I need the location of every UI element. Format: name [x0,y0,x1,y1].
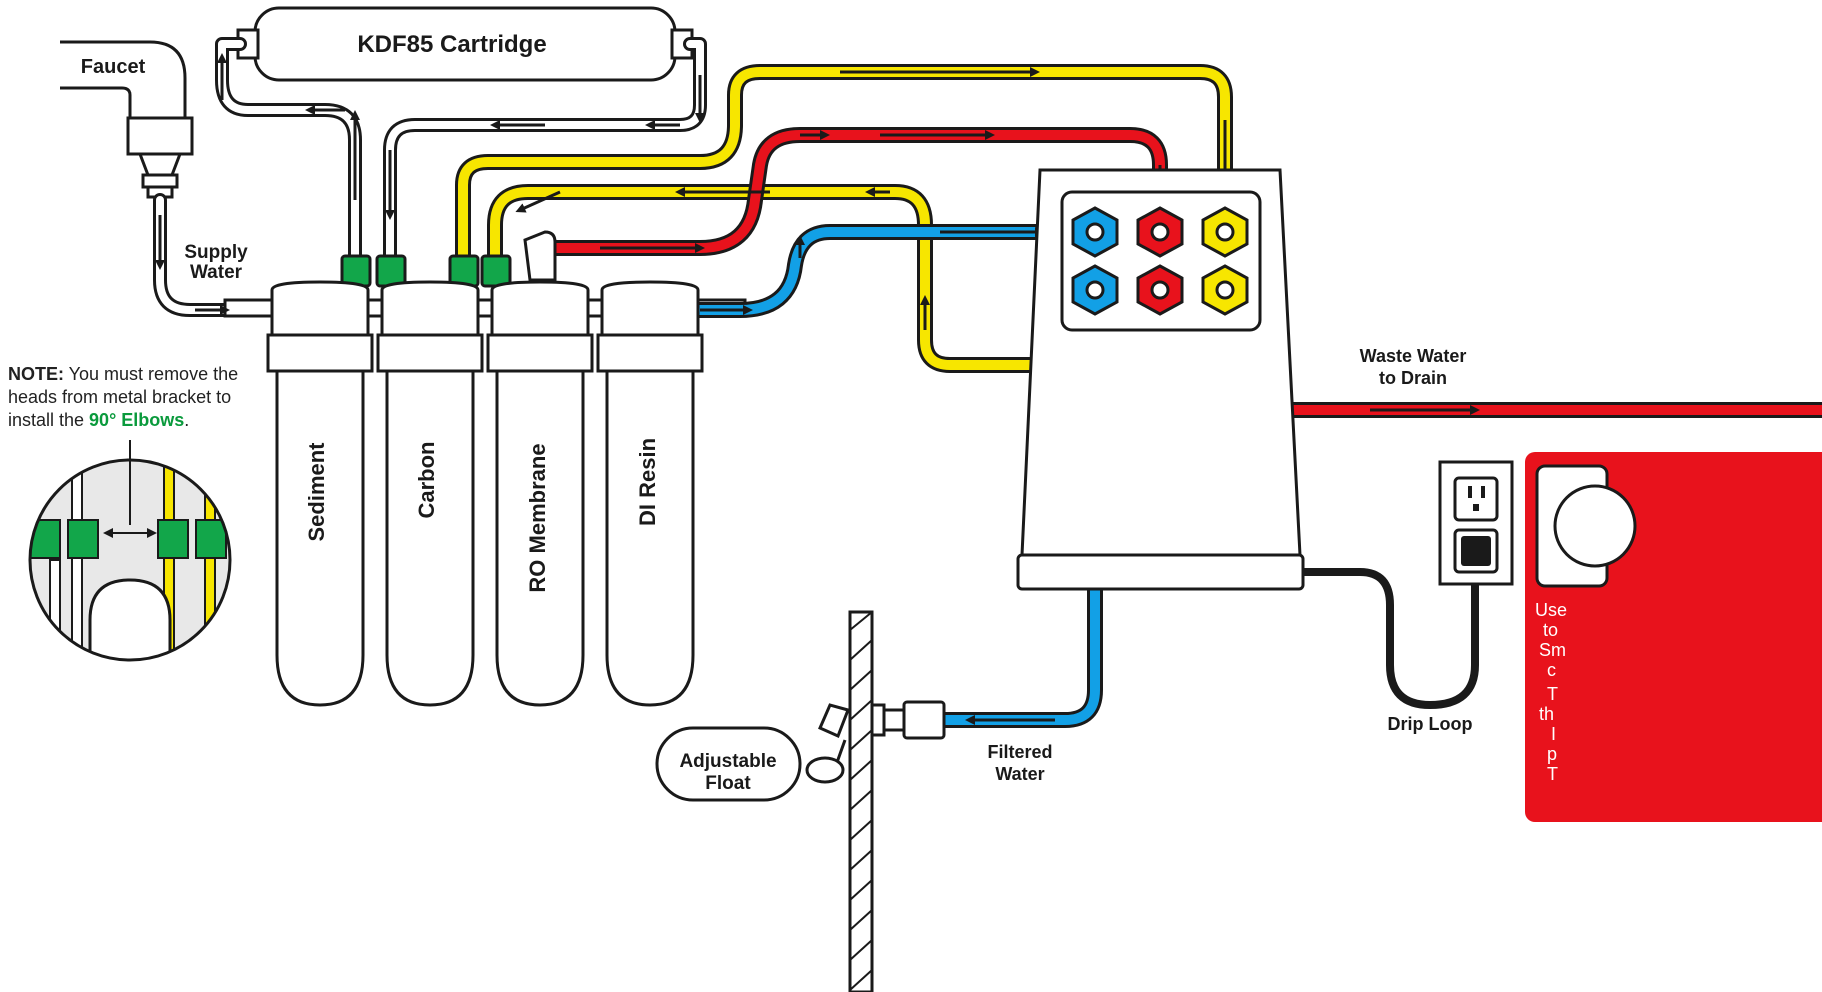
red-line-9: T [1547,764,1558,784]
note-bold: NOTE: [8,364,64,384]
canister-carbon [376,280,484,707]
red-line-1: Use [1535,600,1568,620]
supply-label-1: Supply [184,242,248,263]
canister-ro-membrane [486,280,594,707]
canister-di-resin [596,280,704,707]
wall-hatch [848,610,874,992]
faucet-valve-icon [126,116,194,156]
note-text-2: . [184,410,190,430]
di-resin-label: DI Resin [635,438,660,526]
cartridge-label: KDF85 Cartridge [357,31,546,58]
adjustable-float [655,726,802,802]
red-line-4: c [1547,660,1556,680]
sediment-label: Sediment [304,442,329,542]
kdf85-cartridge [236,6,694,82]
note-highlight: 90° Elbows [89,410,185,430]
float-valve [805,700,946,784]
red-line-2: to [1543,620,1559,640]
filtered-label-2: Water [995,764,1044,784]
waste-label-2: to Drain [1379,368,1447,388]
waste-label-1: Waste Water [1360,346,1467,366]
carbon-label: Carbon [414,442,439,519]
red-line-8: p [1547,744,1558,764]
float-label-2: Float [705,773,751,794]
float-label-1: Adjustable [679,751,776,772]
timer-info-panel [1525,452,1822,822]
red-line-5: T [1547,684,1558,704]
timer-info-text: Use to Sm c T th I p T [1535,600,1735,784]
elbow-note: NOTE: You must remove the heads from met… [8,363,253,432]
note-text-1: You must remove the heads from metal bra… [8,364,239,430]
canister-sediment [266,280,374,707]
red-line-3: Sm [1539,640,1566,660]
flow-arrows [155,53,1480,725]
red-line-6: th [1539,704,1555,724]
drip-loop-label: Drip Loop [1388,714,1473,734]
detail-zoom-circle [28,440,232,662]
port-fittings [1071,206,1249,316]
outlet-icon [1438,460,1514,586]
red-line-7: I [1551,724,1557,744]
ro-membrane-label: RO Membrane [525,443,550,592]
faucet-label: Faucet [81,56,146,78]
supply-label-2: Water [190,262,243,283]
filtered-label-1: Filtered [987,742,1052,762]
